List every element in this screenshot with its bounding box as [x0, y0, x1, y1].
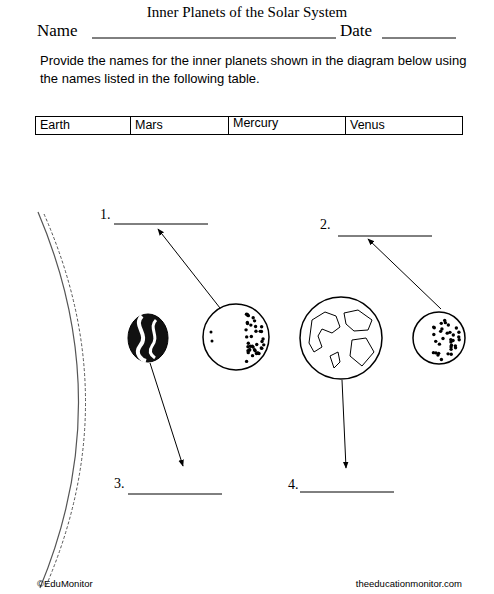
worksheet-title: Inner Planets of the Solar System: [147, 3, 347, 21]
leader-arrows: [150, 229, 441, 468]
table-cell: Venus: [350, 118, 385, 133]
instructions: Provide the names for the inner planets …: [40, 52, 470, 87]
date-line: [382, 38, 456, 39]
date-field: Date: [340, 21, 372, 41]
name-field: Name: [37, 21, 78, 41]
callout-number: 1.: [100, 207, 111, 224]
website-note: theeducationmonitor.com: [356, 578, 462, 589]
name-line: [92, 38, 336, 39]
earth-planet: [300, 297, 382, 379]
mercury-planet: [128, 314, 168, 362]
mars-planet: [413, 312, 465, 364]
callout-number: 2.: [320, 217, 331, 234]
table-cell: Earth: [40, 118, 70, 133]
table-cell: Mercury: [233, 116, 278, 131]
callout-number: 3.: [114, 476, 125, 493]
table-cell: Mars: [135, 118, 163, 133]
name-table: [36, 117, 463, 135]
callout-number: 4.: [288, 477, 299, 494]
sun-edge: [38, 212, 86, 588]
venus-planet: [203, 304, 269, 370]
copyright-note: ©EduMonitor: [37, 578, 93, 589]
answer-blanks: [114, 224, 432, 494]
